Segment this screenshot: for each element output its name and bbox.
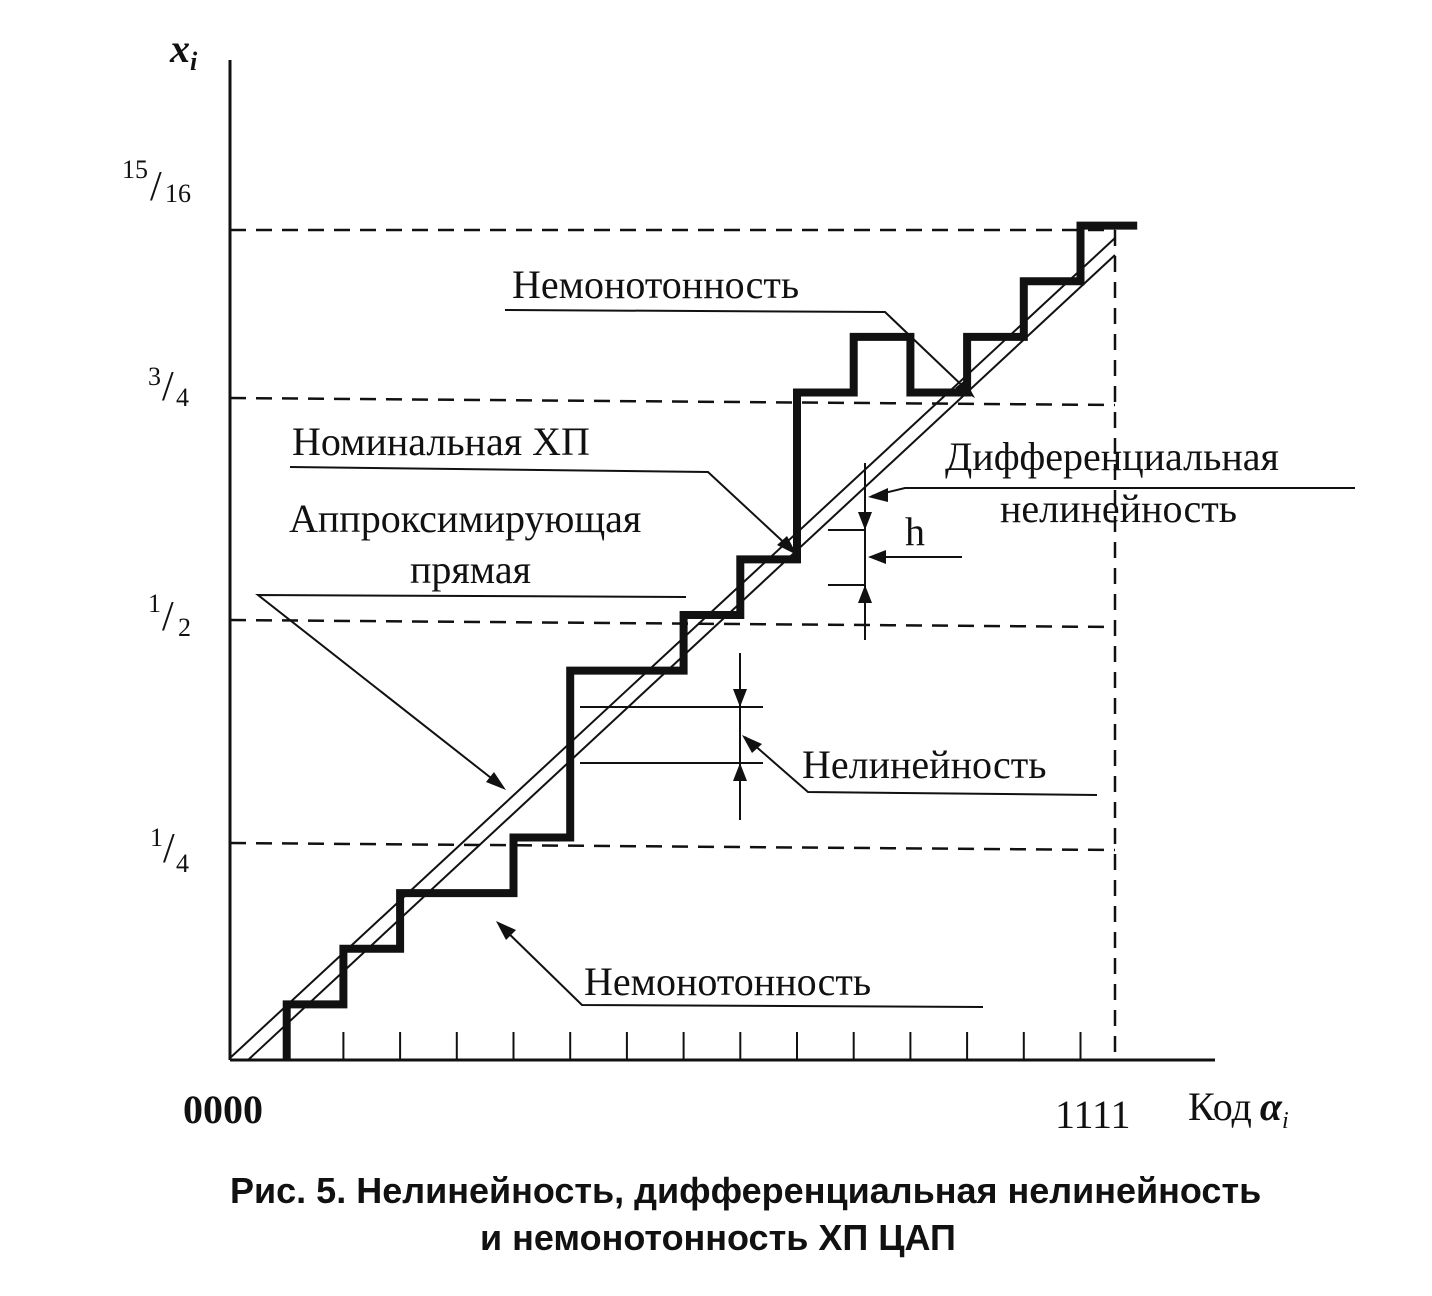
caption-line-1: Рис. 5. Нелинейность, дифференциальная н…: [230, 1170, 1261, 1211]
transfer-staircase: [282, 221, 1138, 1060]
annotation-nominal: Номинальная ХП: [289, 419, 797, 555]
svg-text:3: 3: [148, 362, 161, 391]
annotation-nonmonotonic-bottom: Немонотонность: [496, 921, 984, 1008]
annotation-differential: Дифференциальная нелинейность h: [828, 434, 1355, 640]
svg-text:Номинальная ХП: Номинальная ХП: [292, 419, 590, 464]
svg-text:2: 2: [178, 613, 191, 642]
svg-text:4: 4: [176, 849, 189, 878]
svg-text:Немонотонность: Немонотонность: [584, 959, 871, 1004]
x-start-label: 0000: [183, 1087, 263, 1132]
x-axis-ticks: [285, 1032, 1082, 1060]
svg-text:h: h: [905, 509, 925, 554]
x-end-label: 1111: [1055, 1092, 1131, 1137]
svg-text:Нелинейность: Нелинейность: [802, 742, 1046, 787]
svg-text:4: 4: [176, 383, 189, 412]
svg-text:16: 16: [165, 179, 191, 208]
svg-text:/: /: [163, 826, 175, 872]
svg-text:нелинейность: нелинейность: [1000, 486, 1237, 531]
svg-text:1: 1: [148, 589, 161, 618]
y-tick-3-4: 3 / 4: [148, 362, 189, 412]
annotation-nonmonotonic-top: Немонотонность: [504, 262, 975, 398]
svg-text:/: /: [150, 164, 162, 210]
svg-text:/: /: [162, 364, 174, 410]
y-tick-15-16: 15 / 16: [122, 155, 191, 210]
svg-text:15: 15: [122, 155, 148, 184]
y-tick-1-4: 1 / 4: [150, 823, 189, 878]
svg-text:Дифференциальная: Дифференциальная: [945, 434, 1279, 479]
annotation-nonlinearity: Нелинейность: [580, 653, 1098, 820]
caption-line-2: и немонотонность ХП ЦАП: [480, 1217, 956, 1258]
svg-text:1: 1: [150, 823, 163, 852]
dashed-grid: [229, 228, 1117, 1060]
y-tick-1-2: 1 / 2: [148, 589, 191, 642]
nominal-line: [229, 237, 1116, 1059]
annotation-approximating: Аппроксимирующая прямая: [255, 496, 687, 790]
svg-text:прямая: прямая: [410, 547, 531, 592]
svg-text:/: /: [162, 594, 174, 640]
svg-text:Аппроксимирующая: Аппроксимирующая: [289, 496, 641, 541]
svg-text:Немонотонность: Немонотонность: [512, 262, 799, 307]
y-axis-label: xi: [169, 26, 198, 76]
